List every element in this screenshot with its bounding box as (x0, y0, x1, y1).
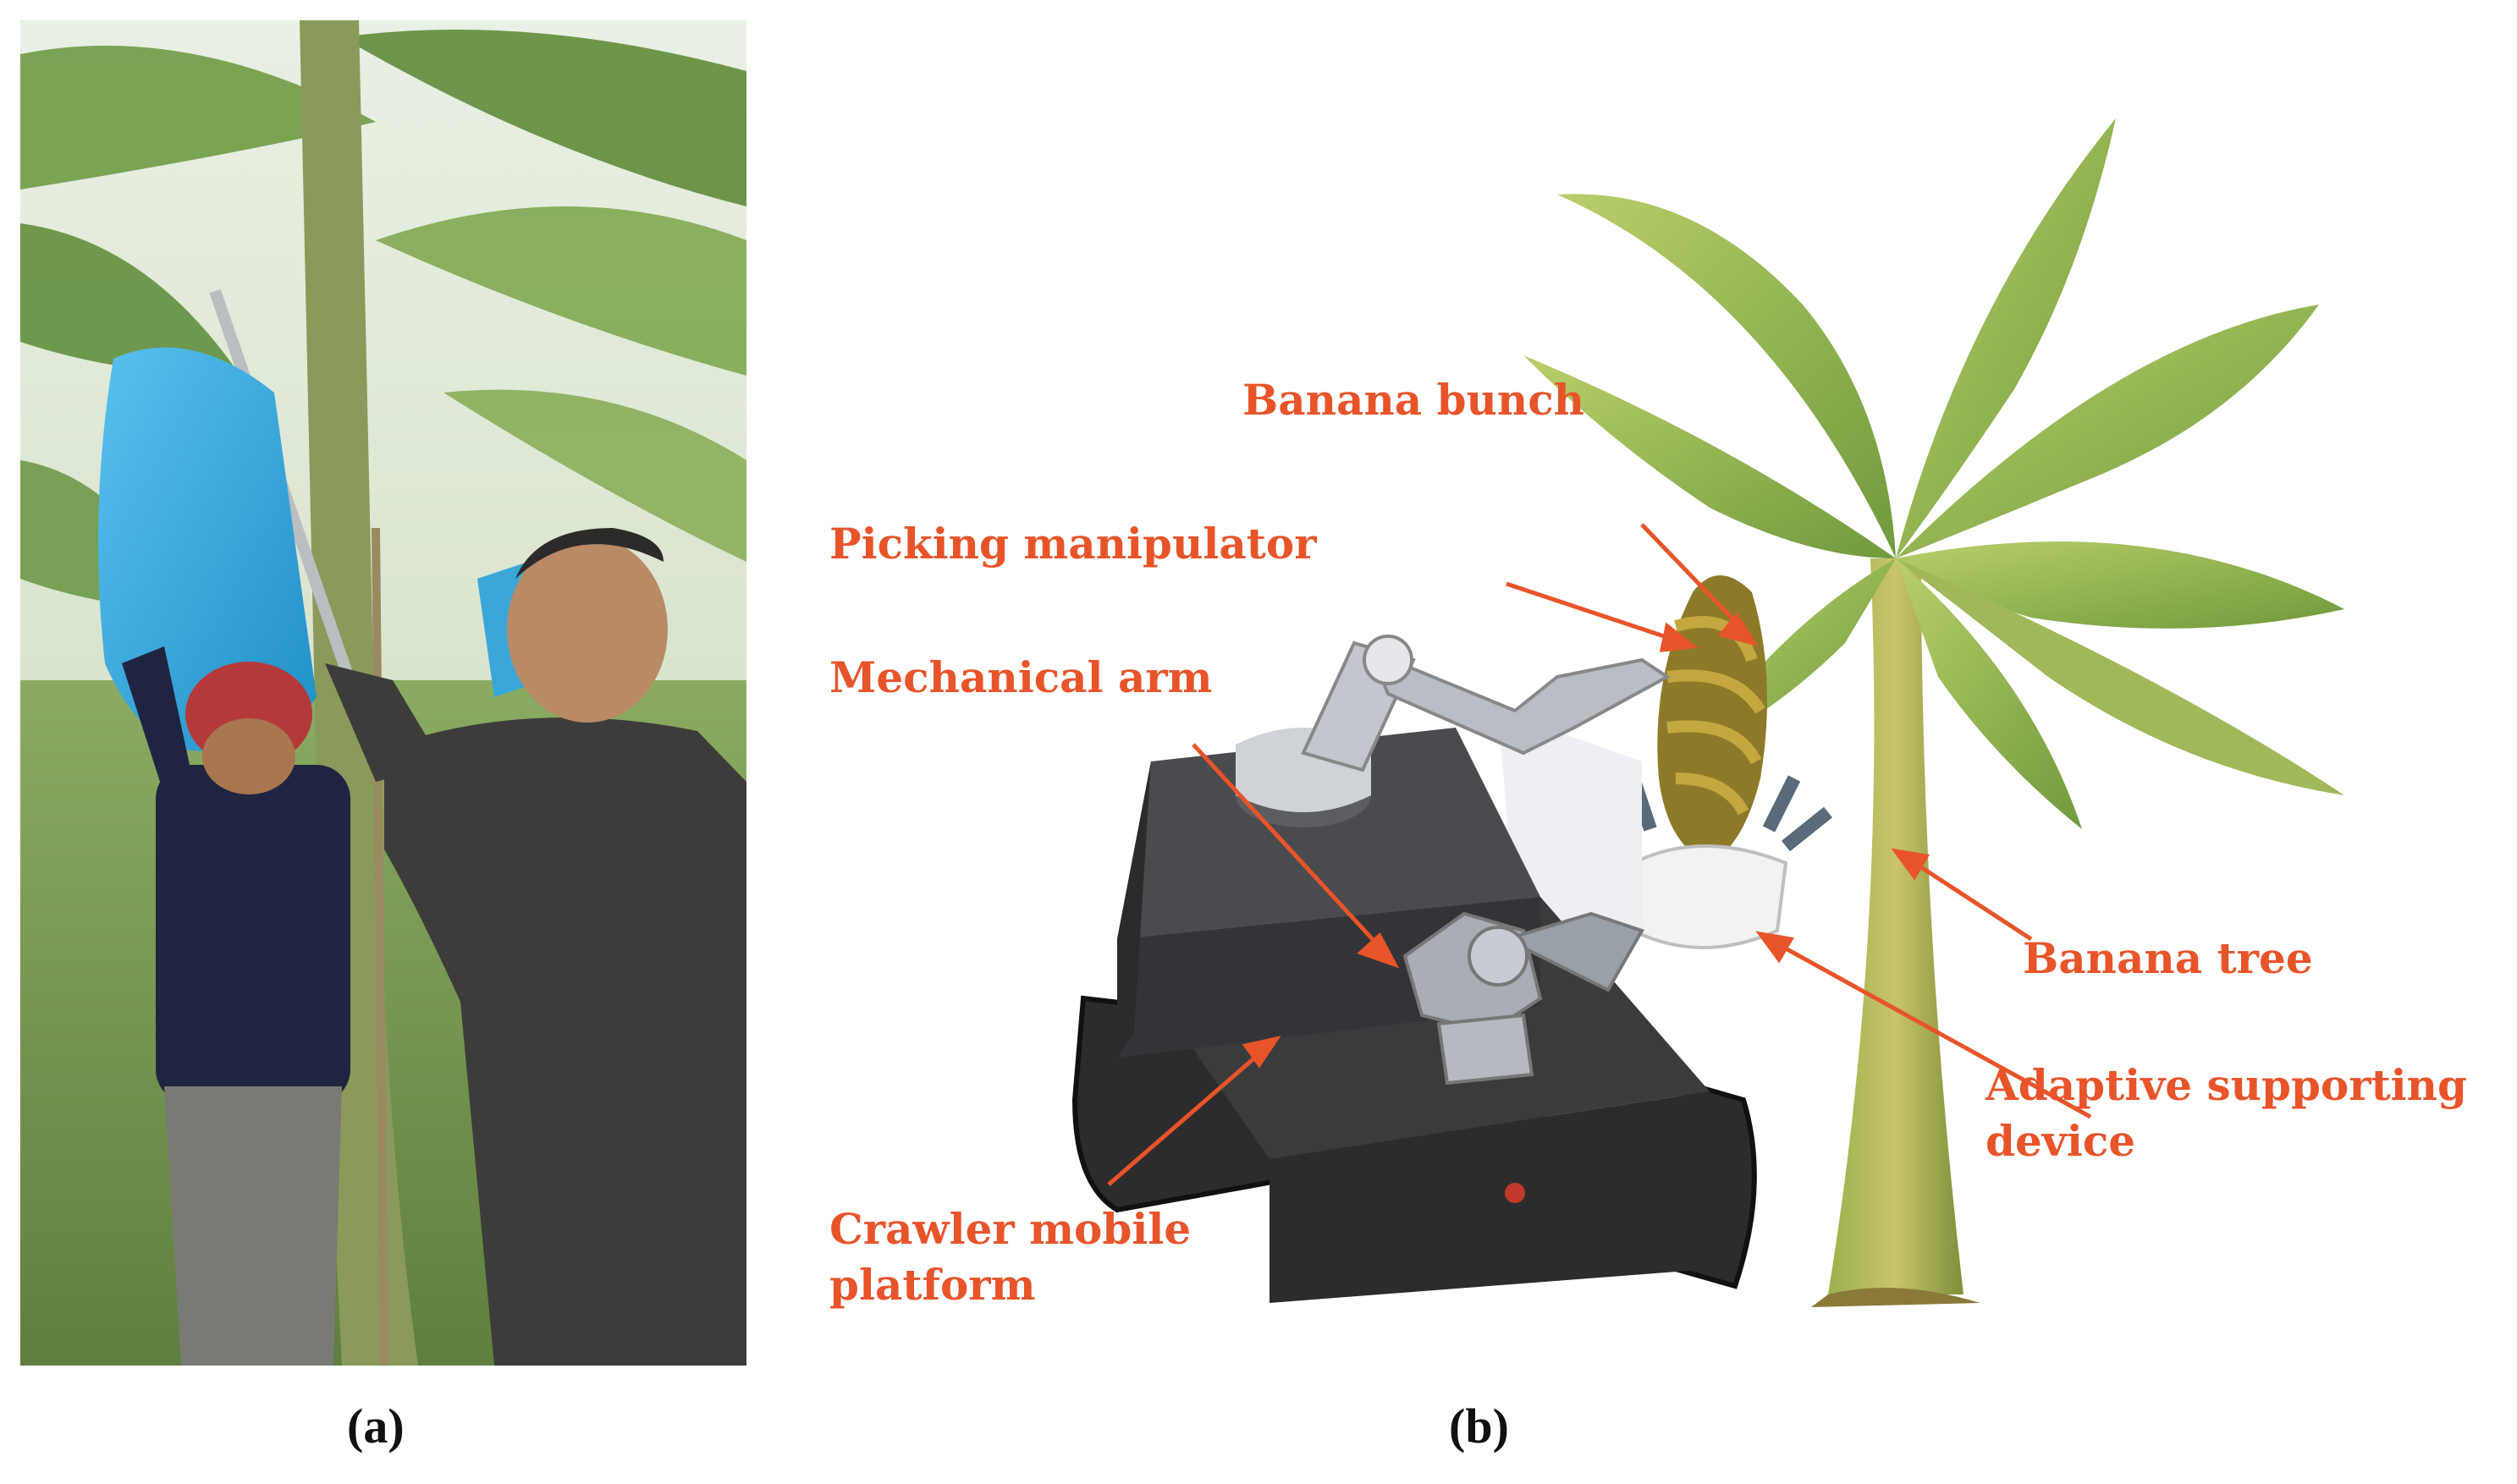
banana-tree (1523, 118, 2344, 1307)
label-banana-tree: Banana tree (2023, 933, 2313, 983)
label-adaptive-supporting-device: Adaptive supporting device (1986, 1060, 2467, 1166)
robot-tree-illustration (1071, 118, 2344, 1307)
label-picking-manipulator: Picking manipulator (829, 519, 1317, 569)
callout-arrows (1107, 523, 2092, 1186)
photo-manual-harvesting (20, 20, 746, 1366)
caption-b: (b) (1449, 1399, 1509, 1454)
banana-bunch (1657, 575, 1767, 863)
support-pole (372, 527, 388, 1366)
diagram-harvesting-robot: Banana bunch Picking manipulator Mechani… (796, 85, 2497, 1371)
caption-a: (a) (347, 1399, 405, 1454)
arrow-mechanical-arm (1192, 743, 1390, 958)
worker-left (122, 646, 350, 1366)
harvesting-robot (1071, 635, 1757, 1303)
photo-scene (20, 20, 746, 1366)
label-banana-bunch: Banana bunch (1242, 375, 1585, 425)
picking-manipulator-link2 (1368, 648, 1671, 756)
arrow-crawler-mobile-platform (1107, 1043, 1271, 1186)
worker-right (325, 528, 746, 1366)
tree-trunk (1828, 558, 1963, 1294)
label-crawler-mobile-platform: Crawler mobile platform (829, 1204, 1192, 1310)
arrow-picking-manipulator (1506, 581, 1685, 646)
arrow-banana-bunch (1640, 523, 1749, 636)
arrow-banana-tree (1903, 854, 2033, 942)
arrow-adaptive-supporting-device (1767, 937, 2092, 1119)
label-mechanical-arm: Mechanical arm (829, 652, 1213, 702)
blue-fruit-bag (98, 347, 317, 751)
robot-body-top (1117, 728, 1540, 939)
